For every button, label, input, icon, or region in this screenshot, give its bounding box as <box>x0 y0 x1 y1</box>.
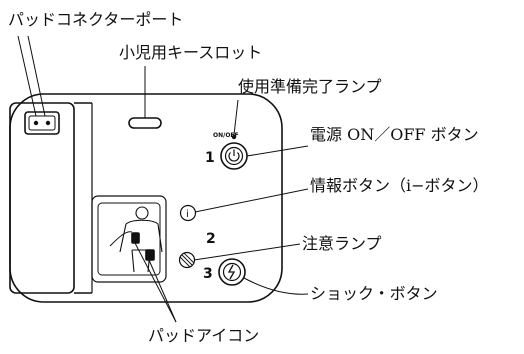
label-pediatric-key-slot: 小児用キースロット <box>119 43 262 62</box>
shock-icon <box>227 264 236 280</box>
label-power-button: 電源 ON／OFF ボタン <box>310 125 479 144</box>
connector-panel <box>9 102 75 294</box>
pad-connector-port <box>24 111 60 135</box>
shock-button[interactable] <box>218 258 246 286</box>
device-body <box>9 93 283 303</box>
leader-pad-icon-2 <box>148 259 177 323</box>
label-shock-button: ショック・ボタン <box>310 284 438 303</box>
onoff-label: ON/OFF <box>213 132 239 139</box>
label-info-button: 情報ボタン（i−ボタン） <box>310 176 489 195</box>
leader-power-button <box>246 145 309 157</box>
step-2-number: 2 <box>206 231 216 247</box>
caution-lamp <box>178 251 196 269</box>
illustration-panel <box>91 195 167 283</box>
pad-icon-1 <box>131 232 140 244</box>
leader-ready-lamp <box>233 99 239 136</box>
patient-figure <box>109 206 163 273</box>
label-pad-connector-port: パッドコネクターポート <box>8 10 183 29</box>
step-1-number: 1 <box>205 150 215 166</box>
info-glyph: i <box>186 209 189 220</box>
info-button[interactable] <box>179 204 197 222</box>
label-pad-icons: パッドアイコン <box>148 326 259 345</box>
power-icon <box>228 149 240 162</box>
label-ready-lamp: 使用準備完了ランプ <box>238 77 382 96</box>
leader-lines <box>17 35 309 323</box>
leader-pad-connector-port <box>17 35 37 117</box>
step-3-number: 3 <box>203 266 213 282</box>
leader-info-button <box>194 188 309 213</box>
label-caution-lamp: 注意ランプ <box>302 234 382 253</box>
pad-icon-2 <box>145 249 155 261</box>
leader-shock-button <box>243 277 309 295</box>
pediatric-key-slot <box>128 117 162 129</box>
leader-pad-icon-1 <box>134 242 177 323</box>
rescuer-arm <box>109 231 133 247</box>
ready-lamp <box>231 134 237 140</box>
leader-caution-lamp <box>193 243 301 261</box>
leader-pad-connector-port-2 <box>27 35 46 117</box>
aed-device <box>9 93 283 303</box>
